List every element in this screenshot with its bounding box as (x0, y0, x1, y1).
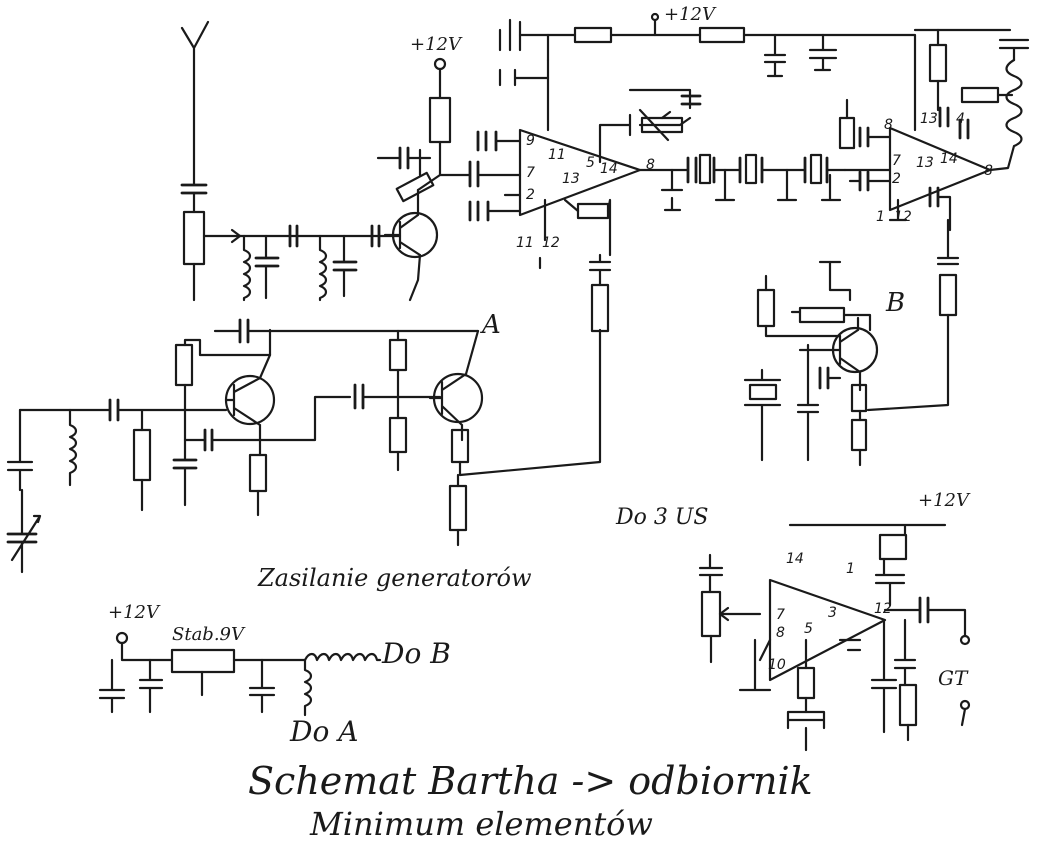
ic2-input-caps (838, 98, 892, 192)
audio-amp-feedback (788, 523, 947, 607)
stabilizer-label: Stab.9V (172, 624, 244, 645)
bias-resistor (395, 171, 435, 203)
gen-a-feedback (174, 318, 480, 412)
stabilizer-supply (98, 631, 307, 714)
supply-label-amp: +12V (918, 490, 969, 511)
b-return-path (866, 218, 960, 412)
antenna-coupling-capacitor (180, 183, 208, 214)
series-capacitor-1 (288, 224, 299, 248)
inductor-icon (303, 652, 382, 717)
ic2-pin-12: 12 (894, 209, 912, 225)
gt-label: GT (938, 666, 968, 690)
filter-capacitor-2 (332, 234, 358, 298)
rf-coupling-capacitor (468, 160, 480, 188)
ic2-pin-4: 4 (956, 111, 965, 127)
amp-pin-1: 1 (846, 561, 855, 577)
supply-label-top: +12V (410, 34, 461, 55)
top-supply-rail (498, 12, 917, 132)
ic2-pin-13: 13 (916, 155, 934, 171)
supply-label-bottom: +12V (108, 602, 159, 623)
input-potentiometer (182, 210, 242, 302)
point-b-label: B (886, 288, 906, 318)
ic2-pin-1: 1 (876, 209, 885, 225)
ic2-pin-13b: 13 (920, 111, 938, 127)
ic1-pin-13: 13 (562, 171, 580, 187)
decoupling-capacitor (376, 146, 432, 177)
amp-pin-5: 5 (804, 621, 813, 637)
inductor-icon (68, 408, 78, 487)
ic1-pin-7: 7 (526, 165, 535, 181)
ic1-pin-5: 5 (586, 155, 595, 171)
to-b-label: Do B (382, 637, 451, 670)
supply-terminal (433, 57, 447, 71)
series-capacitor-2 (370, 224, 381, 248)
gen-a-coupling (258, 383, 442, 442)
collector-resistor (416, 68, 452, 192)
ic2-pin-14: 14 (940, 151, 958, 167)
op-amp-icon (518, 128, 642, 217)
amp-pin-7: 7 (776, 607, 785, 623)
gen-a-series-cap (108, 398, 120, 422)
inductor-icon (242, 234, 252, 302)
ic1-feedback-resistor (563, 198, 612, 257)
speaker-output-icon (883, 596, 971, 727)
ic1-ground-leads (538, 198, 547, 270)
title-caption-line2: Minimum elementów (310, 805, 653, 843)
ic2-pin-8-out: 8 (984, 163, 993, 179)
ic1-pin-8: 8 (646, 157, 655, 173)
amp-pin-10: 10 (768, 657, 786, 673)
generators-caption: Zasilanie generatorów (258, 564, 532, 592)
variable-capacitor-icon (6, 408, 42, 574)
amp-pin-3: 3 (828, 605, 837, 621)
transistor-icon (224, 353, 276, 457)
amp-pin-8: 8 (776, 625, 785, 641)
title-caption-line1: Schemat Bartha -> odbiornik (248, 759, 813, 803)
ic2-pin-8: 8 (884, 117, 893, 133)
amp-pin-12: 12 (874, 601, 892, 617)
ic1-tuning-network (598, 88, 702, 164)
supply-label-top-right: +12V (664, 4, 715, 25)
ceramic-filter-chain (638, 153, 847, 212)
filter-capacitor-1 (254, 234, 280, 300)
ic1-pin-9: 9 (526, 133, 535, 149)
ic2-pin-2: 2 (892, 171, 901, 187)
gen-a-cap-1 (172, 408, 198, 507)
gen-a-bias-stack (388, 329, 408, 472)
inductor-icon (318, 234, 328, 302)
op-amp-icon (768, 578, 887, 682)
ic1-pin-2: 2 (526, 187, 535, 203)
point-a-label: A (482, 310, 501, 340)
gen-a-resistor-1 (132, 428, 152, 512)
ic1-pin-11b: 11 (516, 235, 534, 251)
audio-amp-support (738, 618, 918, 752)
transistor-icon (383, 188, 439, 302)
antenna-icon (180, 20, 210, 187)
volume-potentiometer (698, 553, 762, 664)
amp-pin-14: 14 (786, 551, 804, 567)
ic2-pin-7: 7 (892, 153, 901, 169)
transistor-icon (428, 329, 484, 442)
ic2-output-caps (888, 186, 952, 232)
ic1-input-caps (468, 130, 522, 222)
ic1-pin-11a: 11 (548, 147, 566, 163)
transistor-icon (798, 316, 879, 392)
ic2-tank-circuit (913, 28, 1030, 172)
gen-a-emitter (183, 428, 268, 517)
to-3us-label: Do 3 US (616, 505, 709, 530)
to-a-label: Do A (290, 715, 359, 748)
gen-a-output (448, 253, 612, 547)
ic1-pin-12: 12 (542, 235, 560, 251)
ic1-pin-14: 14 (600, 161, 618, 177)
gen-a-base-wire (116, 408, 228, 432)
b-bias-network (743, 260, 872, 467)
